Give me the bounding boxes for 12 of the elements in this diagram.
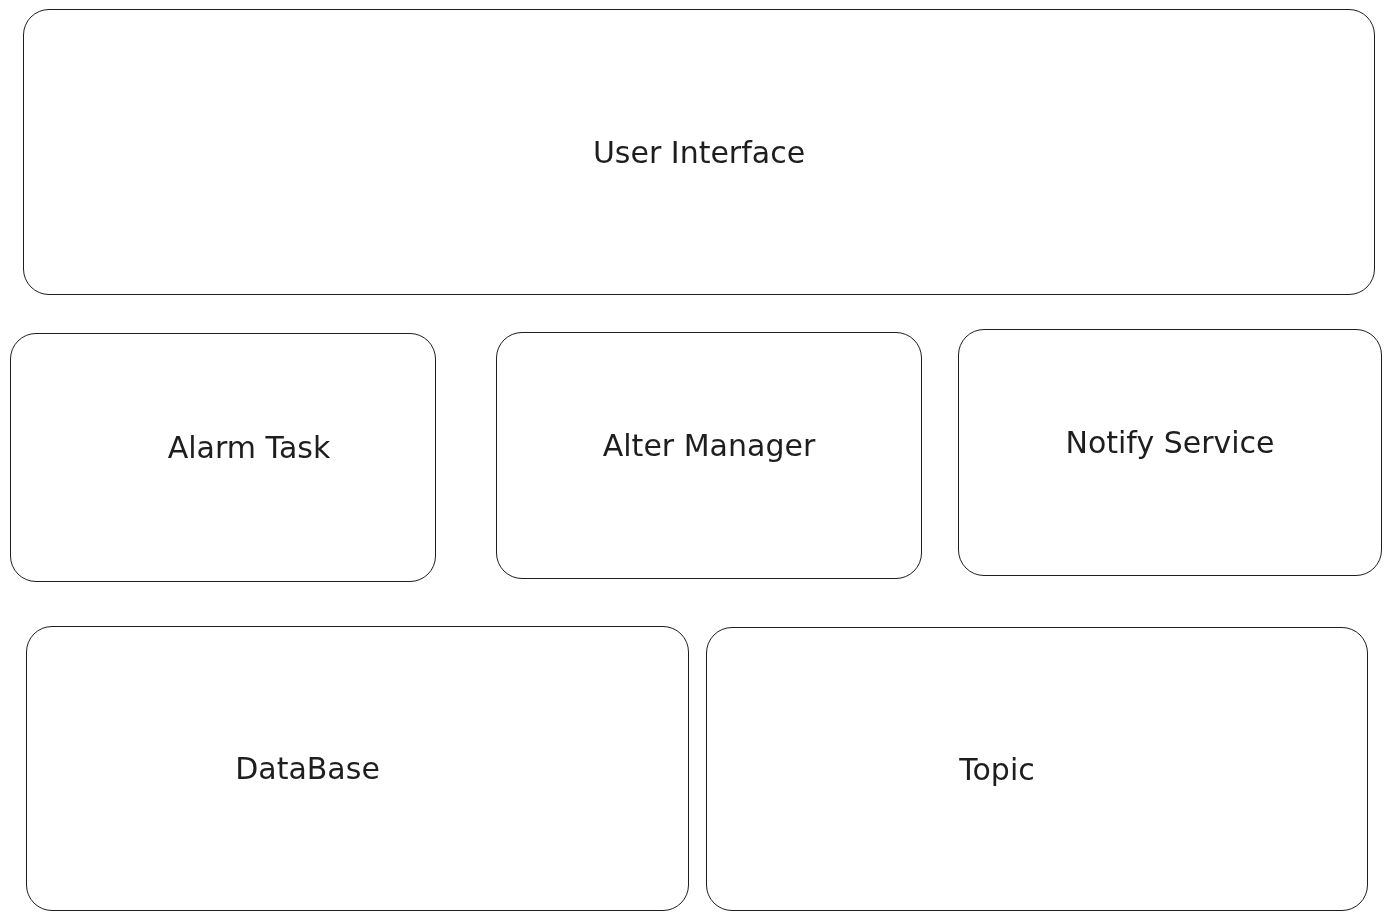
box-label: Notify Service bbox=[1065, 425, 1275, 460]
rounded-box bbox=[496, 332, 922, 579]
box-label: DataBase bbox=[235, 751, 380, 786]
box-label: Topic bbox=[959, 751, 1035, 787]
box-label: Alarm Task bbox=[167, 430, 331, 465]
rounded-box bbox=[958, 329, 1382, 576]
rounded-box bbox=[23, 9, 1375, 295]
rounded-box bbox=[26, 626, 689, 911]
rounded-box bbox=[706, 627, 1368, 911]
box-label: User Interface bbox=[592, 134, 806, 170]
rounded-box bbox=[10, 333, 436, 582]
box-label: Alter Manager bbox=[602, 428, 816, 463]
